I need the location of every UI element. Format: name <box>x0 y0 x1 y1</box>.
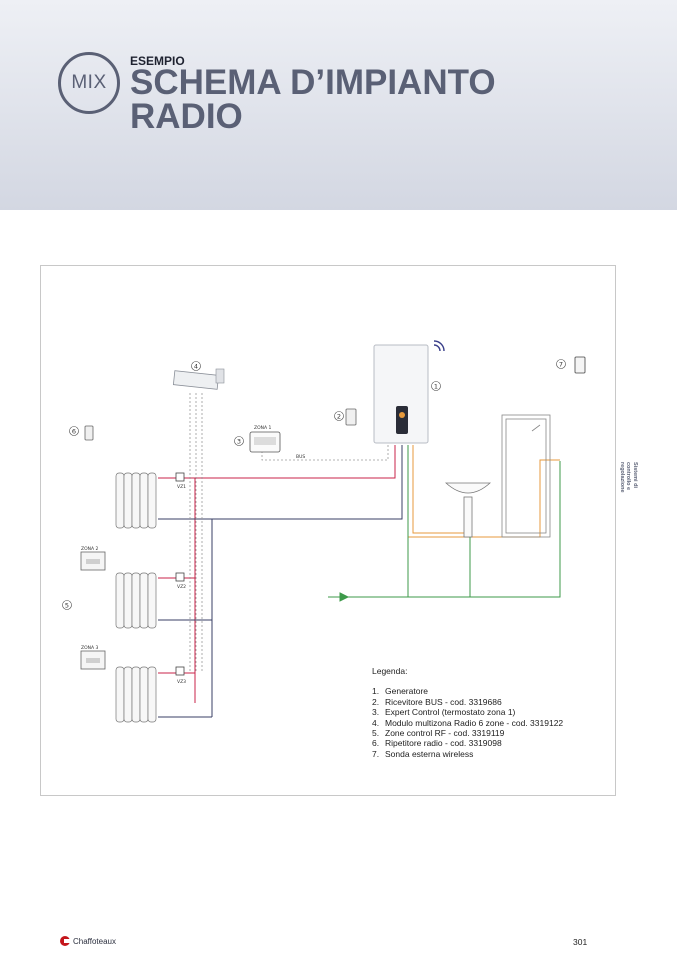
legend: Legenda: 1.Generatore 2.Ricevitore BUS -… <box>372 666 602 759</box>
callout-2: 2 <box>337 413 341 421</box>
page-title: SCHEMA D’IMPIANTO RADIO <box>130 63 496 136</box>
multizone-module <box>172 368 225 390</box>
boiler-generator <box>373 344 429 444</box>
zone-control-2 <box>80 551 106 571</box>
shower <box>501 414 551 538</box>
bus-line <box>261 445 389 461</box>
callout-7: 7 <box>559 361 563 369</box>
legend-title: Legenda: <box>372 666 408 676</box>
brand-logo: Chaffoteaux <box>60 936 116 946</box>
callout-3: 3 <box>237 438 241 446</box>
legend-item: 3.Expert Control (termostato zona 1) <box>372 707 516 718</box>
chaffoteaux-logo-icon <box>60 936 70 946</box>
zona2-label: ZONA 2 <box>81 546 98 552</box>
valve-label-2: VZ2 <box>177 584 186 590</box>
zona3-label: ZONA 3 <box>81 645 98 651</box>
radiator-2 <box>115 572 157 629</box>
legend-item: 1.Generatore <box>372 686 428 697</box>
radiator-1 <box>115 472 157 529</box>
hot-pipes <box>158 445 396 703</box>
hot-main-pipe <box>158 445 396 479</box>
zone-valves <box>175 472 185 676</box>
system-diagram: BUS ZONA 1 ZONA 2 ZONA 3 VZ1 VZ2 VZ3 1 2… <box>62 340 586 723</box>
page-header: MIX ESEMPIO SCHEMA D’IMPIANTO RADIO <box>0 0 677 210</box>
brand-name: Chaffoteaux <box>73 936 116 946</box>
mix-badge: MIX <box>58 52 120 114</box>
external-sensor <box>574 356 586 374</box>
legend-item: 6.Ripetitore radio - cod. 3319098 <box>372 738 502 749</box>
page-number: 301 <box>573 937 588 947</box>
washbasin <box>444 482 492 538</box>
return-main-pipe <box>158 445 403 520</box>
return-pipes <box>158 445 403 718</box>
hot-water-pipes <box>407 445 560 538</box>
callouts: 1 2 3 4 5 6 7 <box>62 359 566 610</box>
signal-lines <box>189 393 389 673</box>
bus-label: BUS <box>296 454 305 460</box>
zone-control-3 <box>80 650 106 670</box>
inlet-arrow <box>339 592 350 602</box>
callout-6: 6 <box>72 428 76 436</box>
legend-item: 5.Zone control RF - cod. 3319119 <box>372 728 505 739</box>
radiator-3 <box>115 666 157 723</box>
valve-label-3: VZ3 <box>177 679 186 685</box>
cold-water-pipes <box>328 445 561 602</box>
section-side-tab: Sistemi di controllo e regolazione <box>619 462 638 493</box>
zona1-label: ZONA 1 <box>254 425 271 431</box>
callout-1: 1 <box>434 383 438 391</box>
legend-item: 2.Ricevitore BUS - cod. 3319686 <box>372 696 502 707</box>
callout-5: 5 <box>65 602 69 610</box>
eyebrow-label: ESEMPIO <box>130 54 185 68</box>
bus-receiver <box>345 408 357 426</box>
wireless-icon-boiler <box>433 340 445 352</box>
radio-repeater <box>84 425 94 441</box>
callout-4: 4 <box>194 363 198 371</box>
valve-label-1: VZ1 <box>177 484 186 490</box>
legend-item: 7.Sonda esterna wireless <box>372 748 474 759</box>
expert-control-thermostat <box>249 431 281 453</box>
legend-item: 4.Modulo multizona Radio 6 zone - cod. 3… <box>372 717 564 728</box>
